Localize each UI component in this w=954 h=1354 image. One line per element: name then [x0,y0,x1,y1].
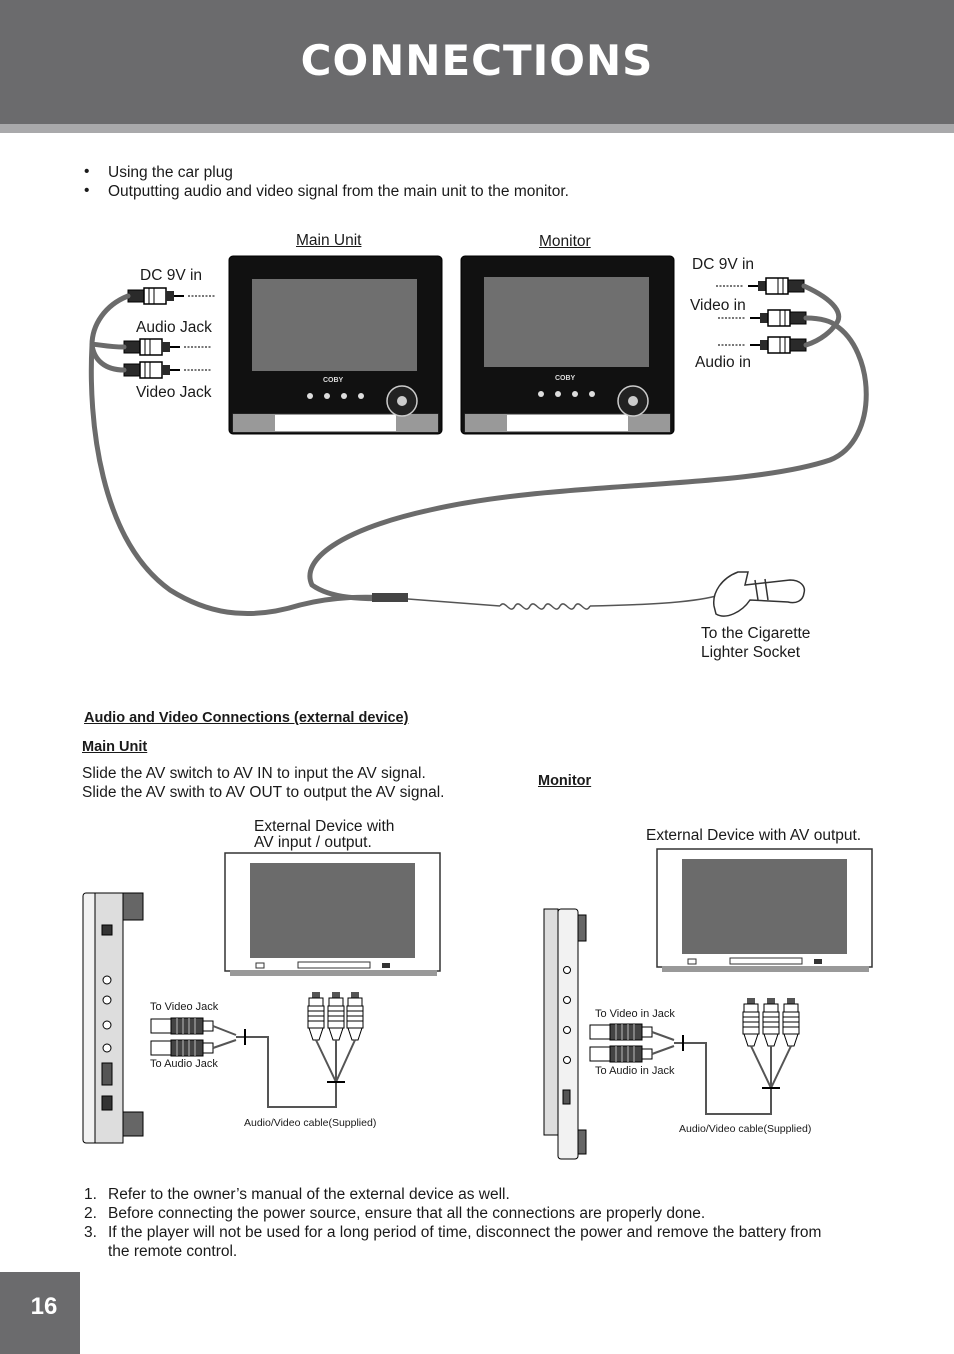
monitor-video-plug [589,1023,653,1041]
note-3-number: 3. [84,1224,97,1241]
main-dc-in-label: DC 9V in [140,267,203,284]
monitor-cable-label: Audio/Video cable(Supplied) [679,1123,812,1135]
header-bar [0,0,954,124]
monitor-ext-device-label: External Device with AV output. [646,827,862,844]
page-number-box [0,1272,80,1354]
note-1-text: Refer to the owner’s manual of the exter… [108,1186,510,1203]
main-unit-heading: Main Unit [82,739,148,755]
main-video-jack-label: Video Jack [136,384,212,401]
intro-bullet-2: Outputting audio and video signal from t… [108,183,569,200]
rca-plug-4 [742,997,760,1047]
monitor-to-audio-label: To Audio in Jack [595,1065,675,1077]
cigarette-label-line1: To the Cigarette [701,625,811,642]
main-to-video-label: To Video Jack [150,1001,219,1013]
note-1-number: 1. [84,1186,97,1203]
monitor-ext-device [656,848,873,972]
intro-bullet-1: Using the car plug [108,164,233,181]
main-audio-jack-label: Audio Jack [136,319,212,336]
monitor-heading: Monitor [538,773,592,789]
main-cable-label: Audio/Video cable(Supplied) [244,1117,377,1129]
page-number: 16 [30,1293,58,1320]
main-unit-side-view [82,892,144,1144]
car-cables [88,283,869,617]
rca-plug-5 [762,997,780,1047]
rca-plug-3 [346,991,364,1041]
monitor-video-in-label: Video in [690,297,746,314]
header-stripe [0,124,954,133]
monitor-dc-in-label: DC 9V in [692,256,755,273]
monitor-av-cable [651,1031,792,1115]
main-av-cable [212,1025,356,1108]
av-section-title: Audio and Video Connections (external de… [84,710,409,726]
main-ext-device-label-2: AV input / output. [254,834,372,851]
main-to-audio-label: To Audio Jack [150,1058,218,1070]
rca-plug-2 [327,991,345,1041]
main-ext-device [224,852,441,976]
cigarette-label-line2: Lighter Socket [701,644,801,661]
note-2-text: Before connecting the power source, ensu… [108,1205,706,1222]
cable-junction [372,593,408,602]
main-audio-plug [150,1039,214,1057]
monitor-brand: COBY [555,375,576,382]
main-ext-device-label-1: External Device with [254,818,395,835]
main-unit-instruction-2: Slide the AV swith to AV OUT to output t… [82,784,445,801]
page-title: CONNECTIONS [300,36,654,85]
monitor-audio-in-label: Audio in [695,354,752,371]
monitor-device [460,255,675,435]
bullet-marker: • [84,182,90,199]
monitor-label: Monitor [539,233,591,250]
monitor-side-view [543,908,587,1160]
rca-plug-6 [782,997,800,1047]
note-2-number: 2. [84,1205,97,1222]
cigarette-plug [713,571,806,617]
rca-plug-1 [307,991,325,1041]
monitor-audio-plug [589,1045,653,1063]
main-unit-label: Main Unit [296,232,362,249]
main-video-plug [150,1017,214,1035]
note-3-text: If the player will not be used for a lon… [108,1224,822,1241]
main-unit-brand: COBY [323,377,344,384]
main-unit-instruction-1: Slide the AV switch to AV IN to input th… [82,765,426,782]
monitor-to-video-label: To Video in Jack [595,1008,675,1020]
main-unit-device [228,255,443,435]
note-3-continuation: the remote control. [108,1243,238,1260]
bullet-marker: • [84,163,90,180]
